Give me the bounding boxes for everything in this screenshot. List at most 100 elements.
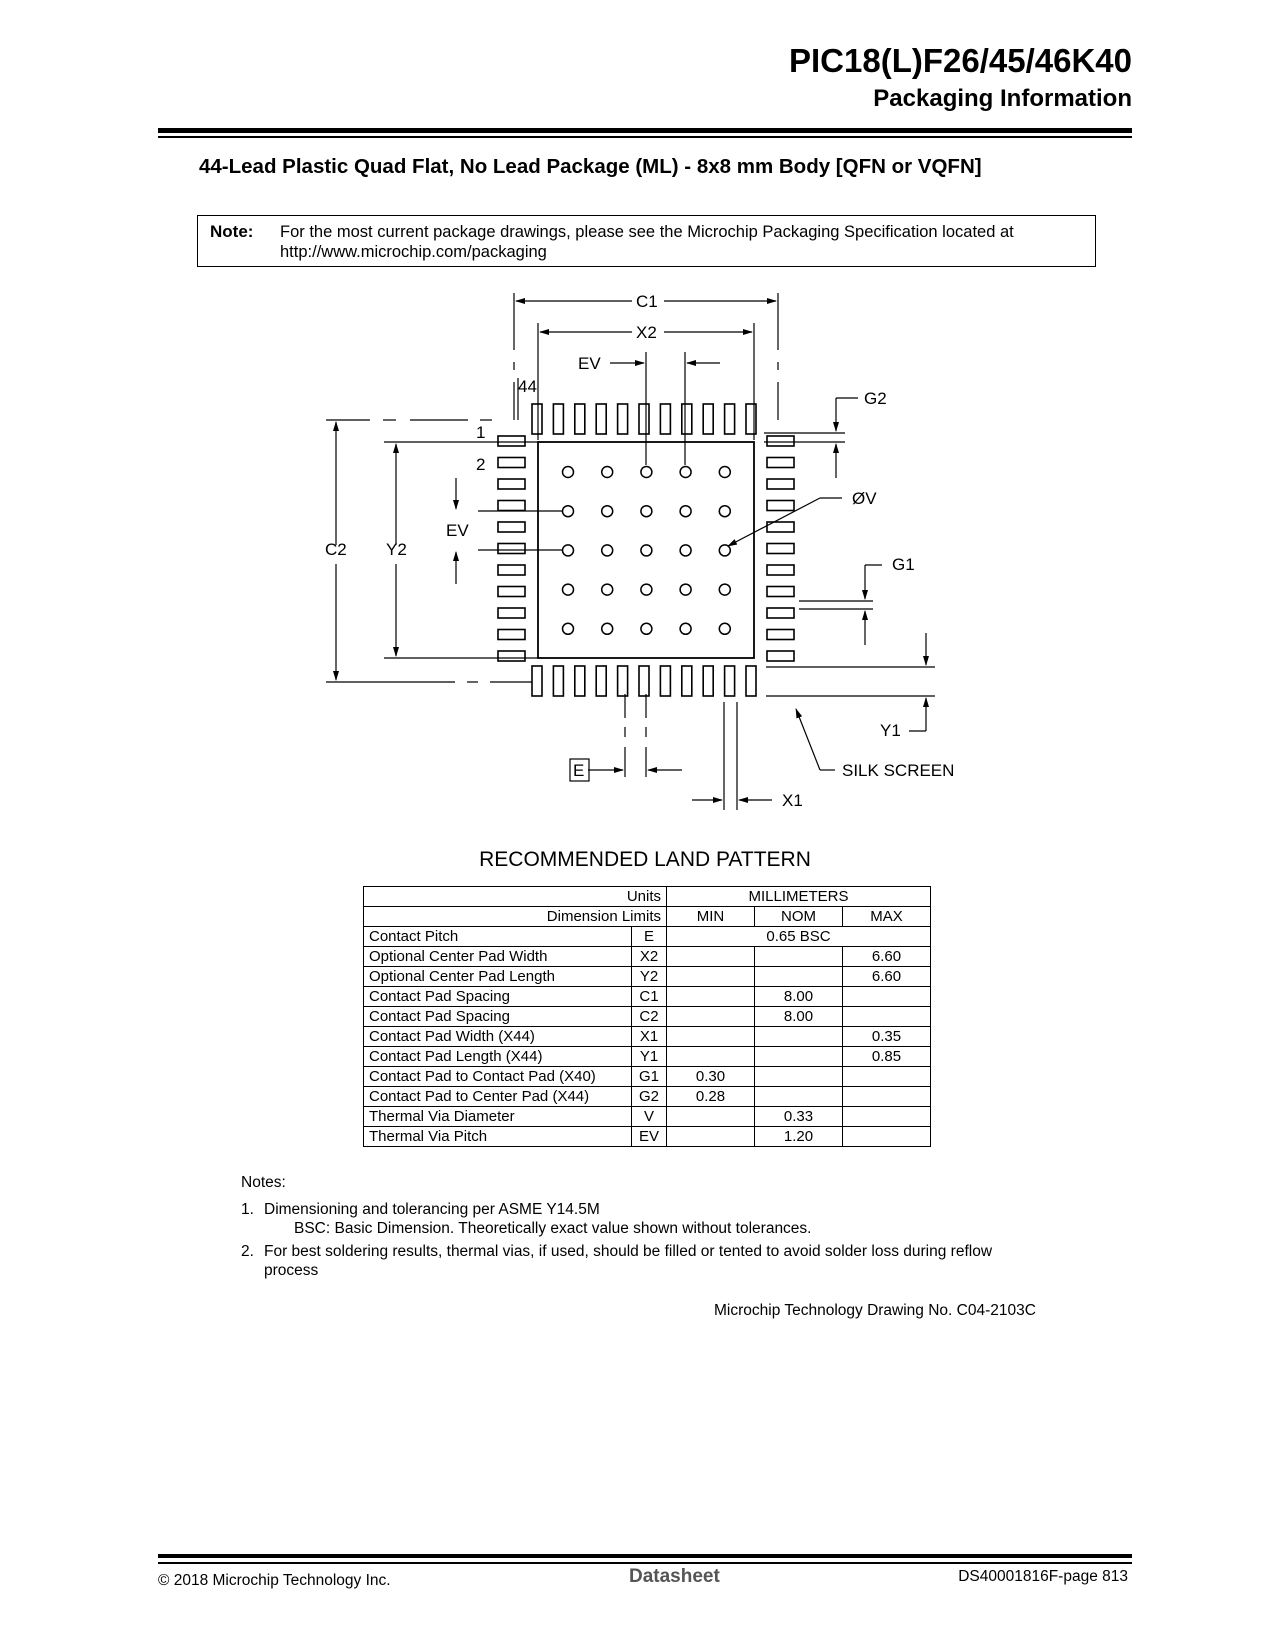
- cell-nom: [754, 1026, 843, 1047]
- dimension-name: Thermal Via Pitch: [362, 1126, 633, 1147]
- contact-pad-left: [497, 628, 526, 641]
- cell-min: [666, 1046, 755, 1067]
- note-2-text: For best soldering results, thermal vias…: [264, 1243, 993, 1279]
- dimension-table: Units MILLIMETERS Dimension Limits MIN N…: [362, 886, 931, 1147]
- contact-pad-left: [497, 542, 526, 555]
- cell-max: [842, 1066, 931, 1087]
- contact-pad-left: [497, 435, 526, 447]
- note-2-number: 2.: [241, 1243, 254, 1260]
- cell-max: 0.85: [842, 1046, 931, 1067]
- dimension-symbol: X1: [631, 1026, 667, 1047]
- contact-pad-top: [595, 403, 608, 435]
- dimension-symbol: E: [631, 926, 667, 947]
- contact-pad-bottom: [723, 665, 736, 697]
- contact-pad-left: [497, 564, 526, 576]
- footer-page-number: DS40001816F-page 813: [958, 1568, 1128, 1585]
- label-c2: C2: [325, 540, 347, 559]
- label-e: E: [573, 761, 584, 780]
- cell-min: 0.28: [666, 1086, 755, 1107]
- contact-pad-right: [766, 585, 795, 598]
- contact-pad-top: [659, 403, 672, 435]
- contact-pad-right: [766, 542, 795, 555]
- e-callout-box: [569, 758, 590, 782]
- thermal-via: [679, 465, 692, 479]
- label-silk-screen: SILK SCREEN: [842, 761, 954, 780]
- drawing-number: Microchip Technology Drawing No. C04-210…: [714, 1302, 1036, 1319]
- footer-datasheet: Datasheet: [629, 1566, 720, 1587]
- land-pattern-drawing: C1 X2 EV 44 1 2 G2 ØV EV C2 Y2 G1 Y1 E S…: [325, 292, 954, 810]
- note-text: For the most current package drawings, p…: [280, 223, 1014, 261]
- thermal-via: [561, 504, 575, 518]
- cell-max: [842, 986, 931, 1007]
- cell-max: [842, 1086, 931, 1107]
- dimension-symbol: C1: [631, 986, 667, 1007]
- label-ev-top: EV: [578, 354, 601, 373]
- contact-pad-top: [745, 403, 757, 435]
- contact-pad-right: [766, 478, 795, 490]
- cell-min: [666, 1026, 755, 1047]
- cell-max: 0.35: [842, 1026, 931, 1047]
- contact-pad-right: [766, 628, 795, 641]
- label-x2: X2: [636, 323, 657, 342]
- cell-max: [842, 1006, 931, 1027]
- dimension-name: Contact Pad to Contact Pad (X40): [362, 1066, 633, 1087]
- thermal-via: [718, 583, 732, 596]
- contact-pad-left: [497, 650, 526, 662]
- thermal-via: [718, 544, 732, 557]
- cell-nom: 8.00: [754, 986, 843, 1007]
- cell-min: [666, 1006, 755, 1027]
- contact-pad-left: [497, 456, 526, 469]
- label-ev-left: EV: [446, 521, 469, 540]
- cell-nom: 8.00: [754, 1006, 843, 1027]
- thermal-via: [679, 544, 692, 557]
- label-pin-1: 1: [476, 423, 485, 442]
- cell-nom: [754, 946, 843, 967]
- contact-pad-left: [497, 607, 526, 619]
- contact-pad-right: [766, 650, 795, 662]
- dimension-limits-label: Dimension Limits: [363, 906, 667, 927]
- contact-pad-right: [766, 521, 795, 533]
- thermal-via: [561, 544, 575, 557]
- thermal-via: [561, 622, 575, 636]
- section-subtitle: Packaging Information: [873, 85, 1132, 112]
- cell-max: 6.60: [842, 946, 931, 967]
- thermal-via: [561, 465, 575, 479]
- cell-nom: [754, 966, 843, 987]
- thermal-via: [640, 544, 653, 557]
- dimension-name: Contact Pitch: [362, 926, 633, 947]
- contact-pad-top: [680, 403, 693, 435]
- cell-min: [666, 986, 755, 1007]
- cell-min: [666, 1106, 755, 1127]
- thermal-via: [600, 544, 614, 557]
- contact-pad-top: [702, 403, 715, 435]
- dimension-name: Optional Center Pad Length: [362, 966, 633, 987]
- thermal-via: [718, 622, 732, 636]
- header-rule-thin: [158, 136, 1132, 138]
- cell-min: [666, 966, 755, 987]
- contact-pad-bottom: [573, 665, 586, 697]
- cell-nom: [754, 1066, 843, 1087]
- dimension-symbol: Y1: [631, 1046, 667, 1067]
- header-rule-thick: [158, 128, 1132, 133]
- contact-pad-left: [497, 521, 526, 533]
- thermal-via: [718, 504, 732, 518]
- contact-pad-bottom: [552, 665, 565, 697]
- contact-pad-left: [497, 478, 526, 490]
- table-units-row: Units MILLIMETERS: [363, 886, 931, 907]
- dimension-name: Thermal Via Diameter: [362, 1106, 633, 1127]
- dimension-name: Contact Pad to Center Pad (X44): [362, 1086, 633, 1107]
- contact-pad-left: [497, 499, 526, 512]
- cell-nom: [754, 1046, 843, 1067]
- contact-pad-left: [497, 585, 526, 598]
- contact-pad-bottom: [595, 665, 608, 697]
- contact-pad-right: [766, 499, 795, 512]
- label-g2: G2: [864, 389, 887, 408]
- contact-pad-top: [638, 403, 650, 435]
- note-1-number: 1.: [241, 1201, 254, 1218]
- dimension-symbol: G1: [631, 1066, 667, 1087]
